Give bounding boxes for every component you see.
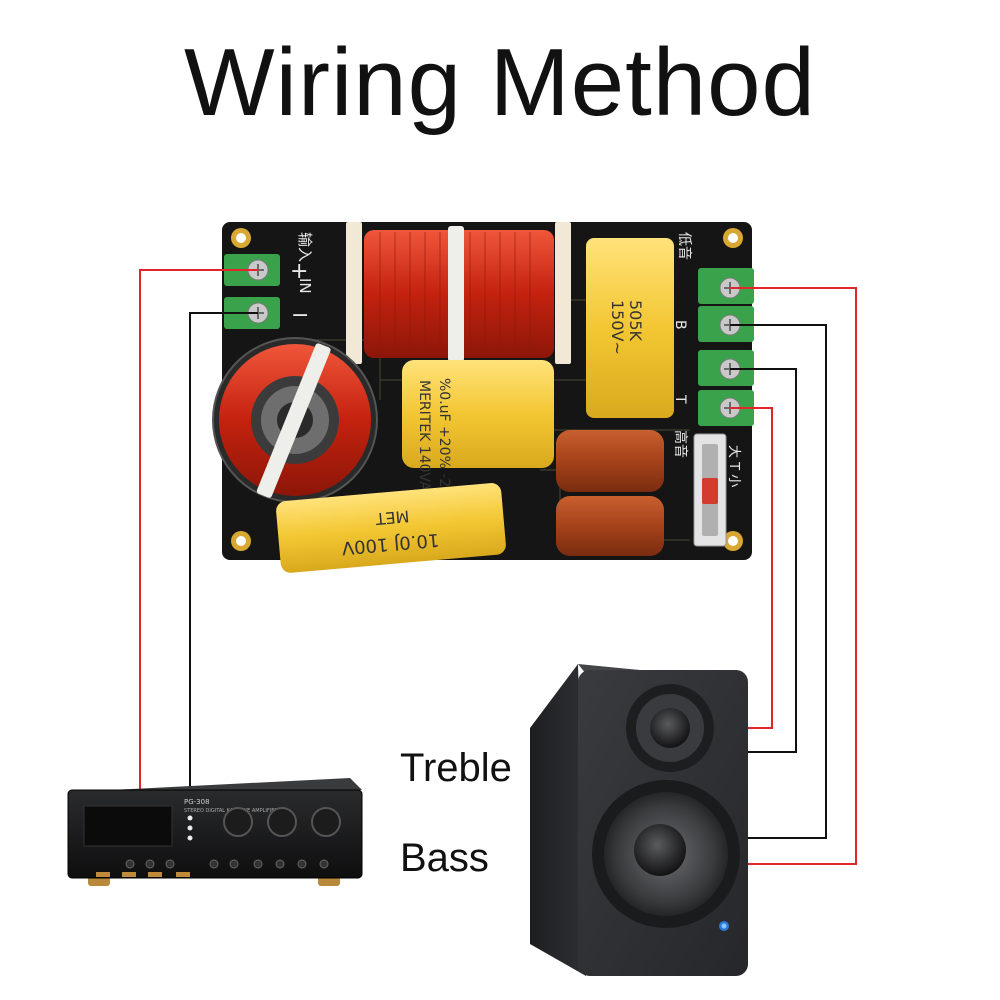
- input-negative-wire: [189, 312, 258, 792]
- mounting-holes: [231, 228, 743, 551]
- amplifier-knob-1[interactable]: [223, 807, 253, 837]
- svg-text:MERITEK 140VAC: MERITEK 140VAC: [416, 380, 432, 501]
- tweeter-label: 高音: [672, 430, 689, 458]
- capacitor-met: MET 10.0J 100V: [276, 483, 506, 573]
- capacitor-505k: 505K 150V~: [586, 238, 674, 418]
- amplifier-knob-3[interactable]: [311, 807, 341, 837]
- level-switch[interactable]: [693, 433, 727, 547]
- amplifier-small-knobs: [125, 859, 329, 869]
- speaker-side: [530, 664, 586, 976]
- capacitor-brown-bottom: [556, 496, 664, 556]
- svg-text:505K: 505K: [626, 300, 645, 342]
- tweeter-dome-icon: [650, 708, 690, 748]
- page-title: Wiring Method: [184, 29, 816, 136]
- ferrite-inductor: [212, 337, 378, 503]
- amplifier-display: [83, 805, 173, 847]
- crossover-board: 输入 + IN − 低音 高音 B T 大 T 小: [212, 222, 754, 573]
- woofer-label: 低音: [676, 232, 693, 260]
- treble-label: Treble: [400, 746, 512, 790]
- svg-text:MET: MET: [375, 507, 410, 529]
- woofer-dust-cap-icon: [634, 824, 686, 876]
- input-plus-label: +: [290, 259, 308, 284]
- out-b-label: B: [672, 320, 688, 330]
- air-core-inductor: [346, 222, 571, 364]
- capacitor-brown-top: [556, 430, 664, 492]
- out-t-label: T: [672, 394, 688, 404]
- input-minus-label: −: [291, 303, 309, 328]
- input-label: 输入: [296, 232, 314, 262]
- amplifier-input-jacks: [96, 872, 190, 877]
- svg-text:%0.uF +20% -2%: %0.uF +20% -2%: [436, 378, 452, 501]
- input-in-label: IN: [296, 278, 314, 294]
- amplifier-knob-2[interactable]: [267, 807, 297, 837]
- amplifier-model: PG-308: [184, 798, 210, 806]
- bass-label: Bass: [400, 836, 489, 880]
- switch-label: 大 T 小: [726, 445, 741, 487]
- capacitor-meritek: %0.uF +20% -2% MERITEK 140VAC: [402, 360, 554, 501]
- input-positive-wire: [139, 269, 258, 792]
- speaker: [530, 664, 748, 976]
- woofer-positive-wire: [672, 287, 857, 865]
- amplifier: PG-308 STEREO DIGITAL KARAOKE AMPLIFIER: [67, 778, 363, 886]
- woofer-negative-wire: [672, 324, 827, 839]
- amplifier-leds: [187, 815, 193, 841]
- svg-text:150V~: 150V~: [608, 300, 627, 355]
